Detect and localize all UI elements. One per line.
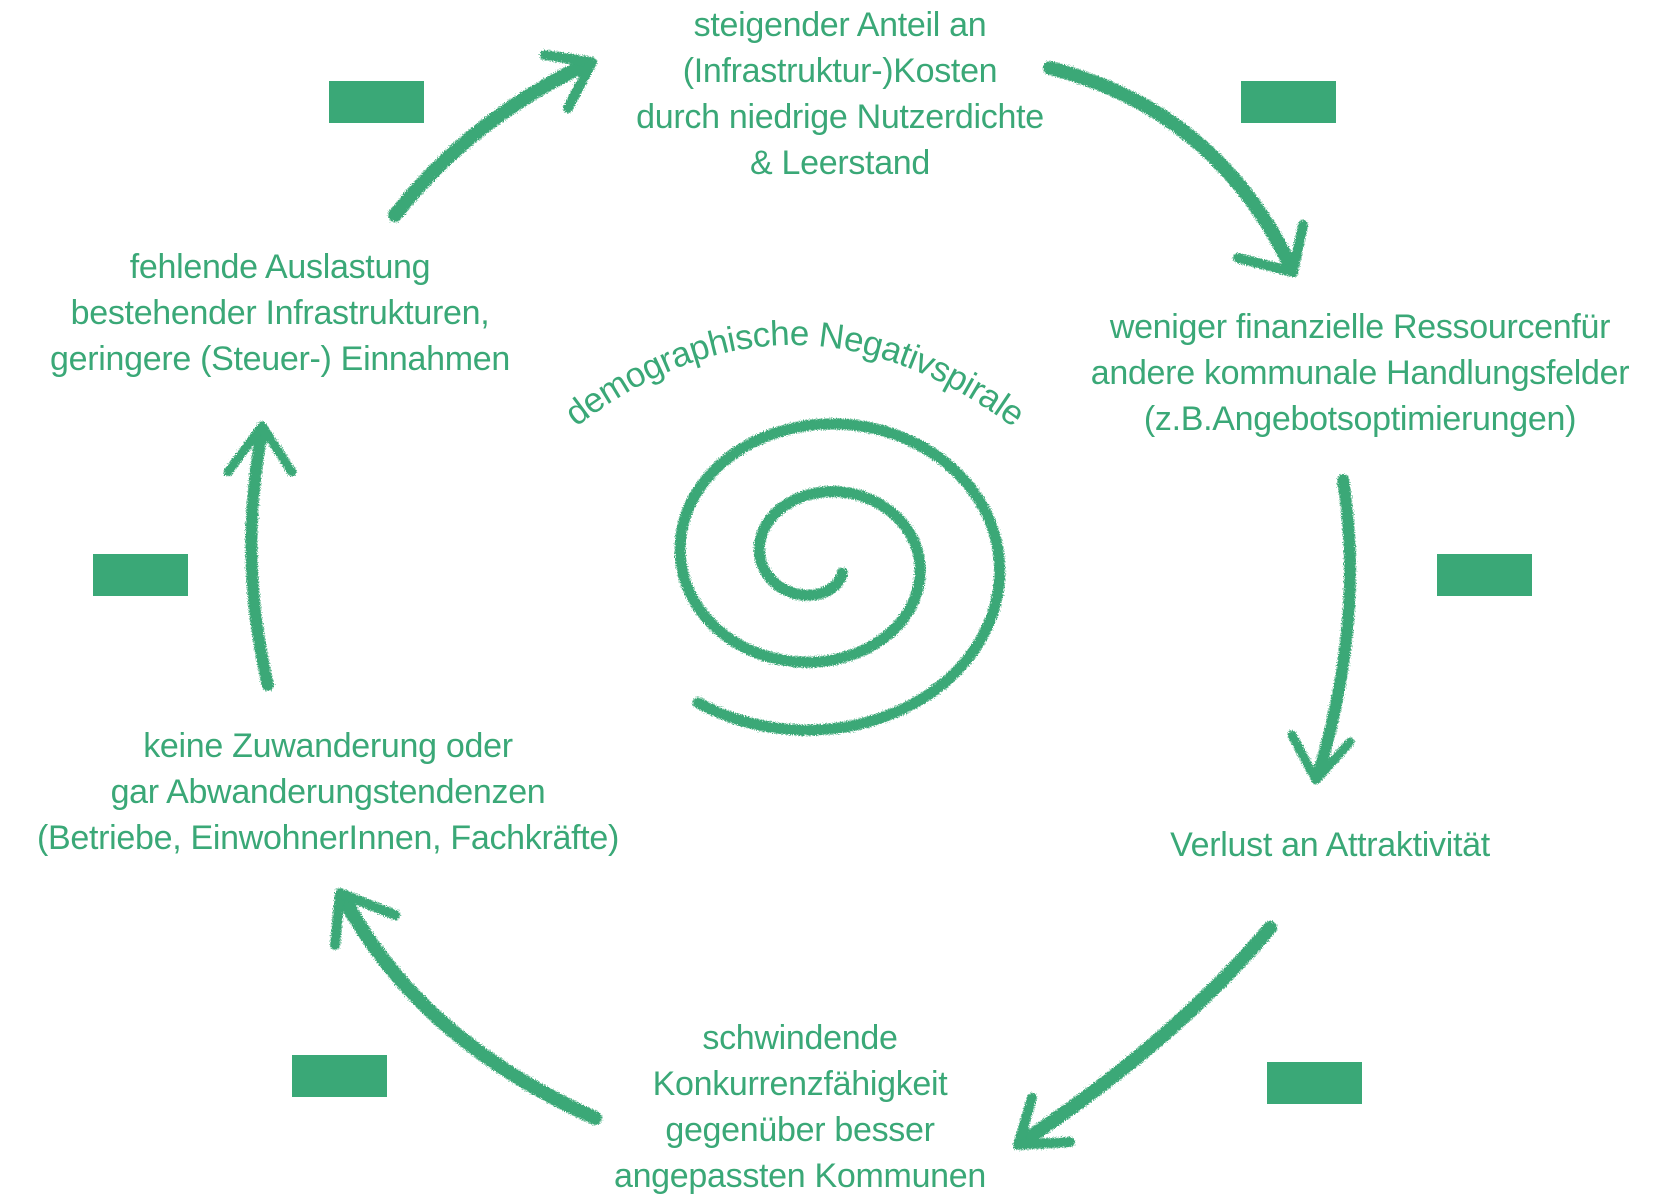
node-right-lower: Verlust an Attraktivität [1120,822,1540,868]
node-line: gegenüber besser [665,1111,935,1149]
node-line: durch niedrige Nutzerdichte [636,98,1044,136]
node-right-upper: weniger finanzielle Ressourcenfür andere… [1060,304,1660,442]
node-line: schwindende [702,1019,898,1057]
node-line: bestehender Infrastrukturen, [70,294,490,332]
arrow-icon [1287,474,1356,785]
node-line: (Infrastruktur-)Kosten [682,52,998,90]
spiral-icon [674,418,1006,736]
arrow-icon [1043,61,1308,277]
arrow-icon [1013,921,1277,1150]
node-line: gar Abwanderungstendenzen [110,773,546,811]
node-line: fehlende Auslastung [129,248,431,286]
node-bottom: schwindende Konkurrenzfähigkeit gegenübe… [560,1015,1040,1199]
node-line: (Betriebe, EinwohnerInnen, Fachkräfte) [36,819,620,857]
node-line: andere kommunale Handlungsfelder [1090,354,1630,392]
node-line: steigender Anteil an [693,6,987,44]
node-line: geringere (Steuer-) Einnahmen [50,340,510,378]
node-line: angepassten Kommunen [613,1157,987,1195]
minus-sign-icon [292,1055,387,1097]
arrow-icon [223,421,297,691]
node-line: Verlust an Attraktivität [1170,826,1490,864]
minus-sign-icon [1267,1062,1362,1104]
minus-sign-icon [329,81,424,123]
minus-sign-icon [1437,554,1532,596]
spiral-title: demographische Negativspirale [558,314,1032,434]
minus-sign-icon [93,554,188,596]
arrow-icon [388,50,597,222]
minus-sign-icon [1241,81,1336,123]
node-line: & Leerstand [749,144,931,182]
node-top: steigender Anteil an (Infrastruktur-)Kos… [560,2,1120,186]
node-left-upper: fehlende Auslastung bestehender Infrastr… [20,244,540,382]
node-line: (z.B.Angebotsoptimierungen) [1143,400,1577,438]
arrow-icon [330,888,602,1125]
node-line: keine Zuwanderung oder [143,727,513,765]
node-line: weniger finanzielle Ressourcenfür [1109,308,1611,346]
node-line: Konkurrenzfähigkeit [652,1065,948,1103]
node-left-lower: keine Zuwanderung oder gar Abwanderungst… [8,723,648,861]
